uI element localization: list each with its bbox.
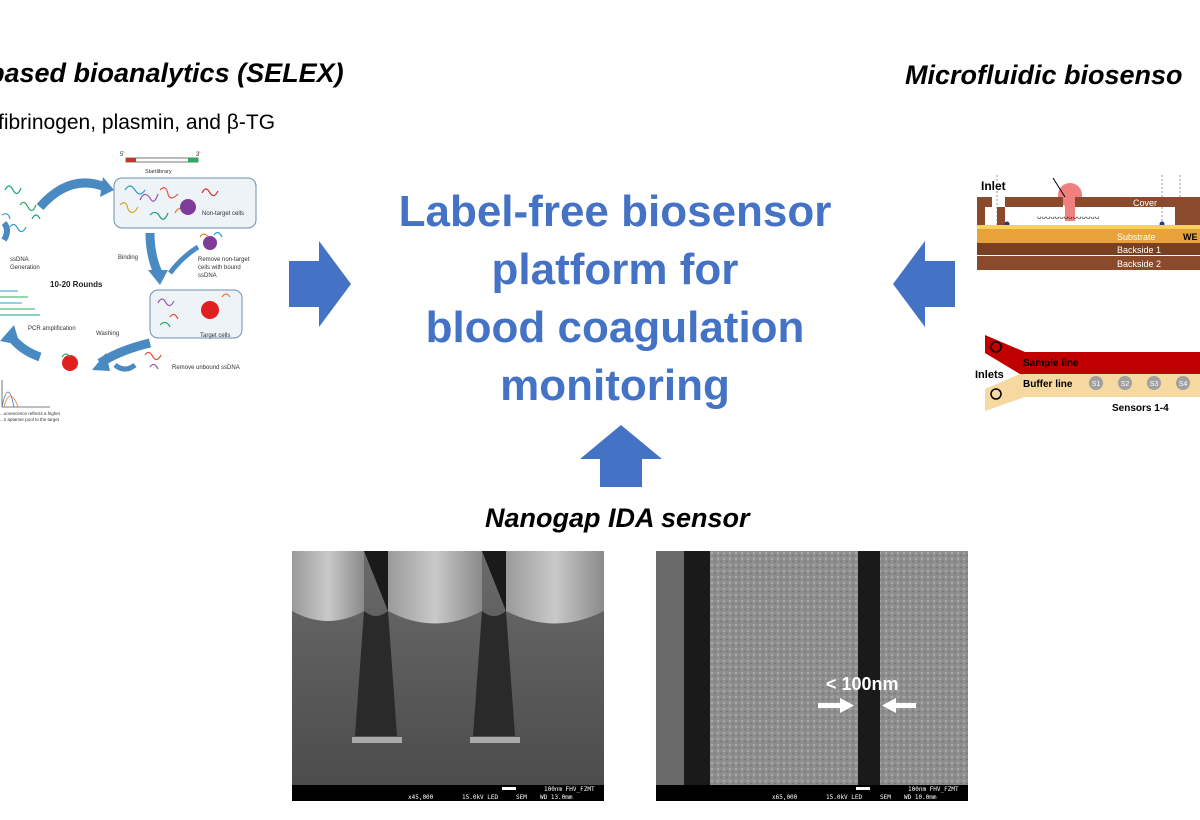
sem-wd-label: WD 10.0mm — [904, 794, 937, 801]
binding-label: Binding — [118, 255, 138, 261]
center-title: Label-free biosensor platform for blood … — [330, 183, 900, 415]
backside-2-label: Backside 2 — [1117, 259, 1161, 269]
sem-scale-label: 100nm FHV_FZMT — [544, 786, 595, 793]
gap-size-label: < 100nm — [826, 674, 899, 694]
center-title-line: blood coagulation — [425, 303, 805, 352]
inlets-label: Inlets — [975, 369, 1004, 381]
sensor-label: S1 — [1092, 381, 1101, 388]
footnote-line: ...n aptamer pool to the target — [0, 417, 60, 422]
sensor-label: S4 — [1179, 381, 1188, 388]
label-5-prime: 5' — [120, 152, 124, 158]
cover-label: Cover — [1133, 198, 1157, 208]
gap-arrow-right-icon — [818, 698, 854, 713]
ssdna-generation-line: ssDNA — [10, 257, 29, 263]
sem-mode-label: SEM — [516, 794, 527, 801]
selex-subtitle: fibrinogen, plasmin, and β-TG — [0, 111, 276, 134]
washing-label: Washing — [96, 331, 119, 337]
start-library-label: Startlibrary — [145, 169, 172, 175]
selex-cycle-diagram: 5' 3' Startlibrary Non-target cells Bind… — [0, 145, 270, 435]
center-title-line: platform for — [491, 245, 739, 294]
remove-nontarget-line: Remove non-target — [198, 257, 250, 263]
remove-nontarget-line: ssDNA — [198, 273, 217, 279]
arrow-right-icon — [289, 241, 351, 327]
buffer-line-label: Buffer line — [1023, 379, 1073, 390]
sensors-caption: Sensors 1-4 — [1112, 403, 1169, 414]
pcr-amplification-label: PCR amplification — [28, 326, 76, 332]
gap-arrow-left-icon — [882, 698, 916, 713]
sensor-label: S3 — [1150, 381, 1159, 388]
arrow-up-icon — [580, 425, 662, 487]
sem-wd-label: WD 13.0mm — [540, 794, 573, 801]
we-label: WE — [1183, 232, 1198, 242]
selex-heading: based bioanalytics (SELEX) — [0, 58, 344, 88]
sem-scale-label: 100nm FHV_FZMT — [908, 786, 959, 793]
inlet-label: Inlet — [981, 179, 1006, 193]
arrow-left-icon — [893, 241, 955, 327]
sem-kv-label: 15.0kV LED — [462, 794, 499, 801]
nanogap-heading: Nanogap IDA sensor — [485, 503, 750, 533]
sample-line-label: Sample line — [1023, 358, 1079, 369]
sensor-label: S2 — [1121, 381, 1130, 388]
substrate-label: Substrate — [1117, 232, 1156, 242]
footnote-line: ...uorescence reflects a higher — [0, 411, 61, 416]
sem-kv-label: 15.0kV LED — [826, 794, 863, 801]
remove-nontarget-line: cells with bound — [198, 265, 241, 271]
sem-mag-label: x65,000 — [772, 794, 798, 801]
microfluidic-diagram: Inlet Cover ᴗᴗᴗᴗᴗᴗᴗᴗᴗᴗᴗᴗᴗᴗ Substrate WE … — [975, 175, 1200, 425]
svg-text:ᴗᴗᴗᴗᴗᴗᴗᴗᴗᴗᴗᴗᴗᴗ: ᴗᴗᴗᴗᴗᴗᴗᴗᴗᴗᴗᴗᴗᴗ — [1037, 212, 1100, 221]
backside-1-label: Backside 1 — [1117, 245, 1161, 255]
non-target-cells-label: Non-target cells — [202, 211, 244, 217]
sem-mag-label: x45,000 — [408, 794, 434, 801]
microfluidic-heading: Microfluidic biosenso — [905, 60, 1183, 90]
label-3-prime: 3' — [196, 152, 200, 158]
sem-image-cross-section: 100nm FHV_FZMT x45,000 15.0kV LED SEM WD… — [292, 551, 604, 806]
target-cells-label: Target cells — [200, 333, 230, 339]
center-title-line: Label-free biosensor — [398, 187, 832, 236]
rounds-label: 10-20 Rounds — [50, 280, 103, 289]
center-title-line: monitoring — [500, 361, 730, 410]
sem-image-nanogap: < 100nm 100nm FHV_FZMT x65,000 15.0kV LE… — [656, 551, 968, 806]
sem-mode-label: SEM — [880, 794, 891, 801]
remove-unbound-label: Remove unbound ssDNA — [172, 365, 240, 371]
ssdna-generation-line: Generation — [10, 265, 40, 271]
